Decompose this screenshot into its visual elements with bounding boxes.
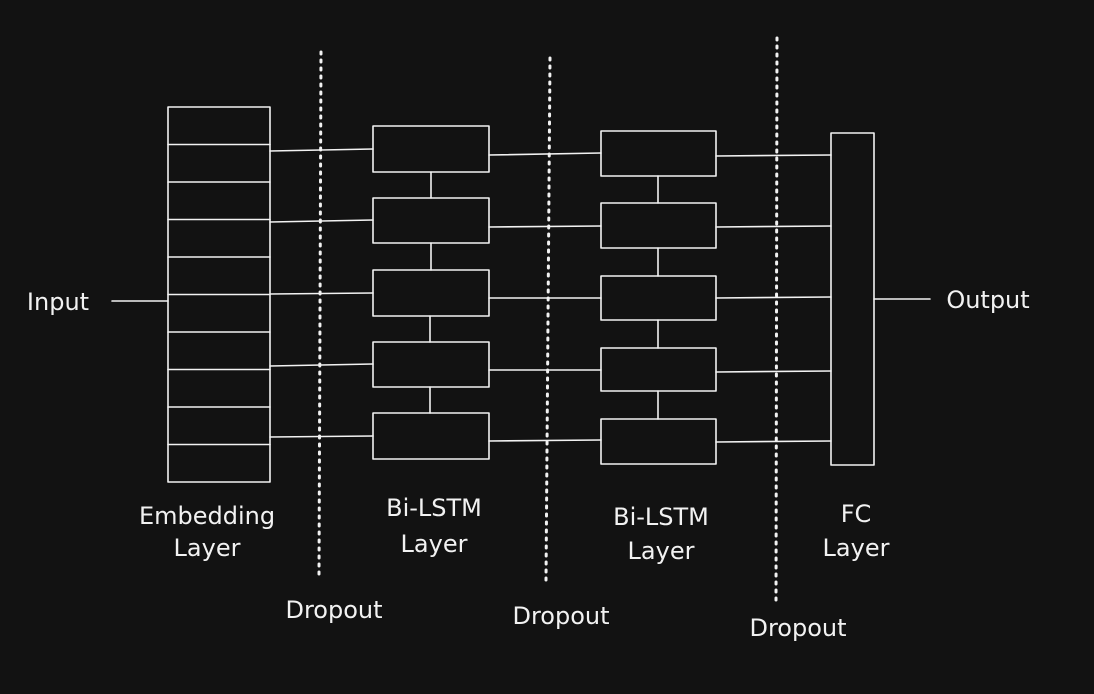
dropout-label-1: Dropout (285, 596, 382, 624)
connections-bilstm2-to-fc (715, 154, 832, 443)
bilstm2-label-line1: Bi-LSTM (613, 503, 709, 531)
dropout-line-3 (774, 36, 779, 605)
bilstm1-label-line2: Layer (401, 530, 468, 558)
bilstm2-unit (600, 130, 717, 177)
embedding-cells (167, 143, 271, 446)
embedding-layer (167, 106, 271, 483)
bilstm2-label-line2: Layer (628, 537, 695, 565)
embedding-label-line1: Embedding (139, 502, 275, 530)
bilstm-layer-1 (372, 125, 490, 460)
embedding-label-line2: Layer (174, 534, 241, 562)
dropout-label-3: Dropout (749, 614, 846, 642)
bilstm1-unit (372, 197, 490, 244)
dropout-line-1 (317, 50, 323, 577)
bilstm1-unit (372, 412, 490, 460)
output-label: Output (946, 286, 1029, 314)
bilstm1-unit (372, 341, 490, 388)
dropout-label-2: Dropout (512, 602, 609, 630)
bilstm2-unit (600, 347, 717, 392)
connections-bilstm1-to-bilstm2 (488, 152, 602, 442)
bilstm2-unit (600, 418, 717, 465)
bilstm2-unit (600, 202, 717, 249)
fc-label-line2: Layer (823, 534, 890, 562)
input-label: Input (27, 288, 89, 316)
dropout-line-2 (544, 56, 552, 582)
bilstm1-unit (372, 269, 490, 317)
fc-layer (830, 132, 875, 466)
bilstm2-unit (600, 275, 717, 321)
bilstm-layer-2 (600, 130, 717, 465)
fc-label-line1: FC (841, 500, 872, 528)
bilstm1-label-line1: Bi-LSTM (386, 494, 482, 522)
connections-embedding-to-bilstm1 (269, 148, 374, 438)
bilstm1-unit (372, 125, 490, 173)
